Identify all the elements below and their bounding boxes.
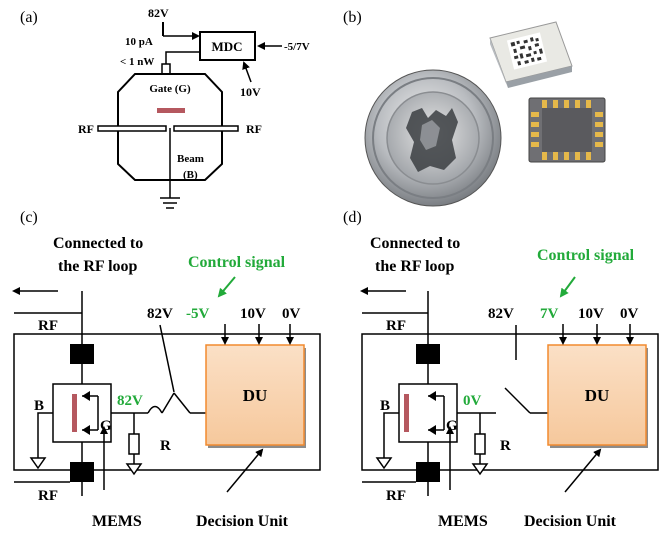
d-82v: 82V — [488, 306, 514, 322]
qfn-chip-photo — [528, 97, 606, 163]
panel-a: (a) 82V MDC -5/7V 10V 10 pA < 1 nW Gate … — [20, 6, 310, 209]
d-du-label: DU — [585, 386, 610, 405]
c-board-frame — [13, 333, 321, 471]
c-decision-unit: Decision Unit — [196, 513, 289, 530]
c-connected-2: the RF loop — [58, 258, 138, 275]
gate-electrode — [157, 108, 185, 113]
a-rf-right: RF — [246, 122, 262, 136]
c-10v: 10V — [240, 306, 266, 322]
panel-a-label: (a) — [20, 9, 38, 26]
d-control-signal: Control signal — [537, 247, 635, 264]
d-connected-2: the RF loop — [375, 258, 455, 275]
d-mems: MEMS — [438, 513, 488, 530]
mems-package-photo — [489, 21, 573, 88]
panel-d-label: (d) — [343, 209, 362, 226]
d-10v: 10V — [578, 306, 604, 322]
d-decision-unit: Decision Unit — [524, 513, 617, 530]
c-82v: 82V — [147, 306, 173, 322]
d-du-box — [547, 344, 647, 446]
panel-b-label: (b) — [343, 9, 362, 26]
ground-icon — [160, 197, 180, 209]
c-control-signal: Control signal — [188, 254, 286, 271]
a-current-label: 10 pA — [125, 36, 153, 48]
d-rf-bottom: RF — [386, 488, 406, 504]
c-beam — [72, 394, 77, 432]
c-rf-bottom: RF — [38, 488, 58, 504]
d-b: B — [380, 398, 390, 414]
beam-label: Beam — [177, 153, 204, 165]
c-r: R — [160, 438, 171, 454]
c-ctrl-value: -5V — [186, 306, 209, 322]
d-beam — [404, 394, 409, 432]
c-mems: MEMS — [92, 513, 142, 530]
panel-d: (d) Connected to the RF loop Control sig… — [343, 209, 659, 530]
mdc-label: MDC — [211, 39, 242, 54]
d-gate-value: 0V — [463, 393, 482, 409]
mdc-box — [199, 31, 256, 61]
panel-c: (c) Connected to the RF loop Control sig… — [12, 209, 321, 530]
gate-label: Gate (G) — [149, 83, 191, 95]
d-g: G — [446, 418, 458, 434]
coin-photo — [364, 69, 502, 207]
c-du-label: DU — [243, 386, 268, 405]
a-control-label: -5/7V — [284, 41, 310, 53]
d-board-frame — [361, 333, 659, 471]
c-g: G — [100, 418, 112, 434]
d-r: R — [500, 438, 511, 454]
c-gate-value: 82V — [117, 393, 143, 409]
d-connected-1: Connected to — [370, 235, 460, 252]
a-82v-label: 82V — [148, 6, 169, 20]
d-rf-top: RF — [386, 318, 406, 334]
d-ctrl-value: 7V — [540, 306, 559, 322]
a-10v-label: 10V — [240, 85, 261, 99]
a-power-label: < 1 nW — [120, 56, 154, 68]
c-0v: 0V — [282, 306, 301, 322]
c-rf-top: RF — [38, 318, 58, 334]
c-b: B — [34, 398, 44, 414]
c-du-box — [205, 344, 305, 446]
panel-c-label: (c) — [20, 209, 38, 226]
d-0v: 0V — [620, 306, 639, 322]
beam-b-label: (B) — [183, 169, 198, 181]
panel-b: (b) — [343, 9, 606, 207]
a-rf-left: RF — [78, 122, 94, 136]
mems-octagon — [117, 73, 223, 181]
c-connected-1: Connected to — [53, 235, 143, 252]
